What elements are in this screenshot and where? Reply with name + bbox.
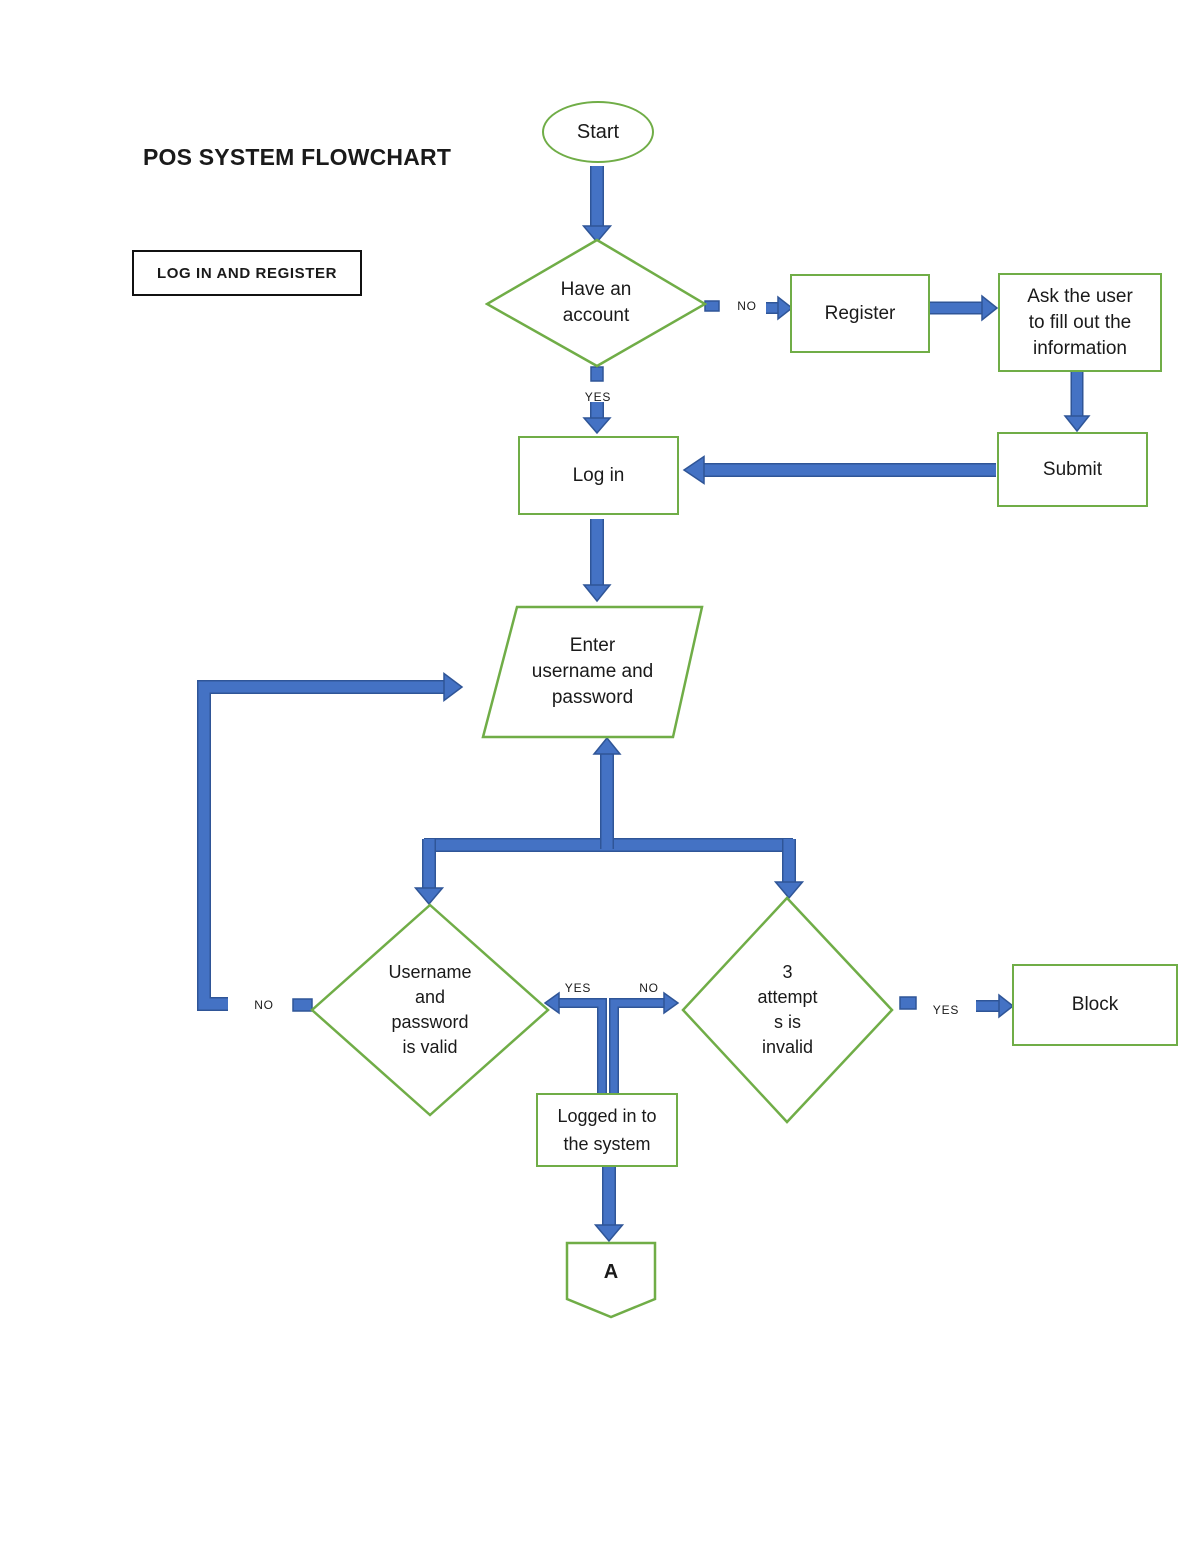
attempts-check-label: 3 attempt s is invalid (757, 961, 818, 1057)
legend-box: LOG IN AND REGISTER (132, 250, 362, 296)
enter-credentials-label: Enter username and password (531, 634, 654, 708)
have-account-label: Have an account (560, 279, 632, 326)
start-label: Start (576, 121, 620, 143)
edge-label-no-loop: NO (254, 997, 274, 1012)
connector-a-pentagon (565, 1241, 657, 1319)
edge-label-yes-login: YES (584, 389, 612, 404)
page-title: POS SYSTEM FLOWCHART (143, 144, 452, 170)
block-node (1012, 964, 1178, 1046)
logged-in-label: Logged in to the system (557, 1106, 657, 1154)
valid-check-label: Username and password is valid (388, 961, 472, 1057)
ask-info-label: Ask the user to fill out the information (1027, 285, 1133, 359)
login-node (518, 436, 679, 515)
block-label: Block (1071, 994, 1119, 1015)
submit-node (997, 432, 1148, 507)
register-label: Register (824, 302, 896, 324)
connector-a-label: A (603, 1261, 619, 1283)
have-account-diamond (485, 238, 707, 368)
edge-label-no-register: NO (737, 299, 757, 313)
login-label: Log in (572, 464, 625, 486)
edge-label-yes-logged: YES (564, 980, 592, 995)
start-node (542, 101, 654, 163)
edge-label-yes-block: YES (932, 1002, 960, 1017)
submit-label: Submit (1042, 458, 1103, 480)
attempts-check-diamond (681, 896, 894, 1124)
valid-check-diamond (310, 903, 550, 1117)
register-node (790, 274, 930, 353)
logged-in-node (536, 1093, 678, 1167)
ask-info-node (998, 273, 1162, 372)
enter-credentials-parallelogram (481, 605, 704, 739)
edge-label-no-attempts: NO (639, 980, 659, 995)
